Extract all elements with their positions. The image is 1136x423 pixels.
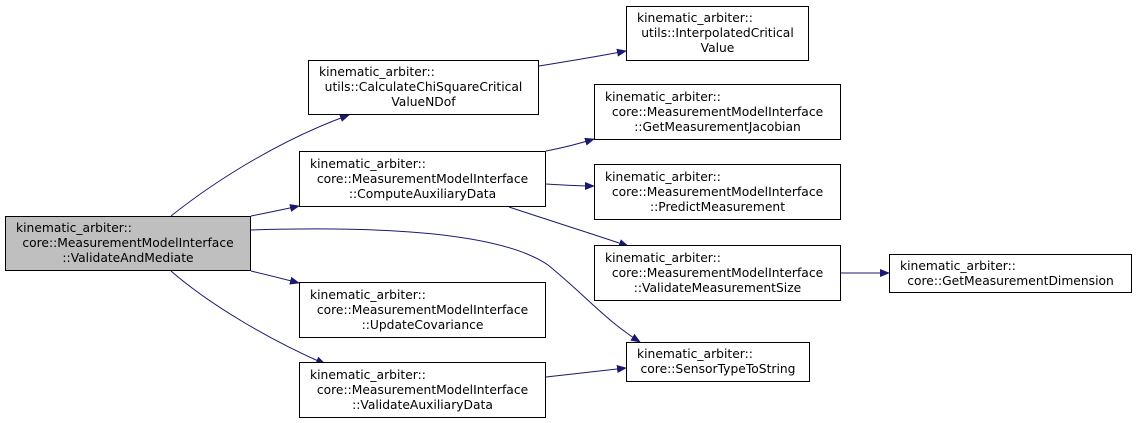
- node-line: kinematic_arbiter::: [319, 65, 435, 79]
- node-predict-measurement[interactable]: kinematic_arbiter:: core::MeasurementMod…: [594, 164, 841, 220]
- node-line: core::MeasurementModelInterface: [316, 302, 529, 317]
- node-line: utils::InterpolatedCritical: [641, 26, 794, 40]
- node-line: core::MeasurementModelInterface: [316, 171, 529, 186]
- node-line: ValueNDof: [391, 95, 456, 109]
- node-line: core::GetMeasurementDimension: [907, 273, 1114, 288]
- node-line: kinematic_arbiter::: [310, 156, 426, 171]
- node-line: kinematic_arbiter::: [637, 347, 753, 361]
- node-line: ::UpdateCovariance: [361, 317, 484, 332]
- node-get-measurement-jacobian[interactable]: kinematic_arbiter:: core::MeasurementMod…: [594, 84, 841, 140]
- node-line: kinematic_arbiter::: [310, 367, 426, 382]
- edge-computeauxiliary-to-getmeasurementjacobian: [545, 137, 595, 152]
- node-update-covariance[interactable]: kinematic_arbiter:: core::MeasurementMod…: [299, 282, 546, 338]
- edge-computeauxiliary-to-validatemeasurementsize: [508, 206, 629, 247]
- edge-validateandmediate-to-validateauxiliary: [170, 270, 326, 365]
- edge-validateauxiliary-to-sensortypetostring: [545, 365, 627, 378]
- edge-validateandmediate-to-computeauxiliary: [250, 204, 300, 217]
- edge-validateandmediate-to-updatecovariance: [250, 270, 300, 285]
- edge-calculatechisquare-to-interpolatedcritical: [538, 48, 627, 67]
- node-sensor-type-to-string[interactable]: kinematic_arbiter:: core::SensorTypeToSt…: [626, 342, 810, 382]
- node-line: kinematic_arbiter::: [900, 258, 1016, 273]
- node-line: ::ComputeAuxiliaryData: [348, 186, 497, 201]
- node-line: core::MeasurementModelInterface: [611, 265, 824, 280]
- node-line: ::PredictMeasurement: [649, 199, 786, 214]
- node-line: core::SensorTypeToString: [640, 362, 796, 376]
- node-line: core::MeasurementModelInterface: [22, 236, 234, 250]
- node-line: utils::CalculateChiSquareCritical: [324, 80, 523, 94]
- node-compute-auxiliary-data[interactable]: kinematic_arbiter:: core::MeasurementMod…: [299, 151, 546, 207]
- node-line: core::MeasurementModelInterface: [611, 104, 824, 119]
- edge-computeauxiliary-to-predictmeasurement: [545, 181, 595, 190]
- node-line: kinematic_arbiter::: [605, 89, 721, 104]
- node-line: Value: [700, 41, 735, 55]
- edge-validateandmediate-to-sensortypetostring: [250, 228, 641, 343]
- node-line: kinematic_arbiter::: [605, 169, 721, 184]
- node-line: kinematic_arbiter::: [16, 221, 132, 235]
- node-line: kinematic_arbiter::: [637, 11, 753, 25]
- node-line: ::ValidateAndMediate: [62, 251, 194, 265]
- node-interpolated-critical-value[interactable]: kinematic_arbiter:: utils::InterpolatedC…: [626, 6, 809, 61]
- node-line: ::GetMeasurementJacobian: [634, 119, 801, 134]
- edge-validateandmediate-to-calculatechisquare: [170, 114, 350, 217]
- node-line: core::MeasurementModelInterface: [316, 382, 529, 397]
- node-validate-auxiliary-data[interactable]: kinematic_arbiter:: core::MeasurementMod…: [299, 362, 546, 418]
- node-line: ::ValidateMeasurementSize: [633, 280, 802, 295]
- node-get-measurement-dimension[interactable]: kinematic_arbiter:: core::GetMeasurement…: [889, 254, 1132, 293]
- node-validate-and-mediate: kinematic_arbiter:: core::MeasurementMod…: [5, 216, 251, 271]
- node-line: kinematic_arbiter::: [310, 287, 426, 302]
- node-line: kinematic_arbiter::: [605, 250, 721, 265]
- node-line: core::MeasurementModelInterface: [611, 184, 824, 199]
- node-line: ::ValidateAuxiliaryData: [352, 397, 493, 412]
- node-calculate-chi-square-critical-value-ndof[interactable]: kinematic_arbiter:: utils::CalculateChiS…: [308, 60, 539, 115]
- node-validate-measurement-size[interactable]: kinematic_arbiter:: core::MeasurementMod…: [594, 245, 841, 301]
